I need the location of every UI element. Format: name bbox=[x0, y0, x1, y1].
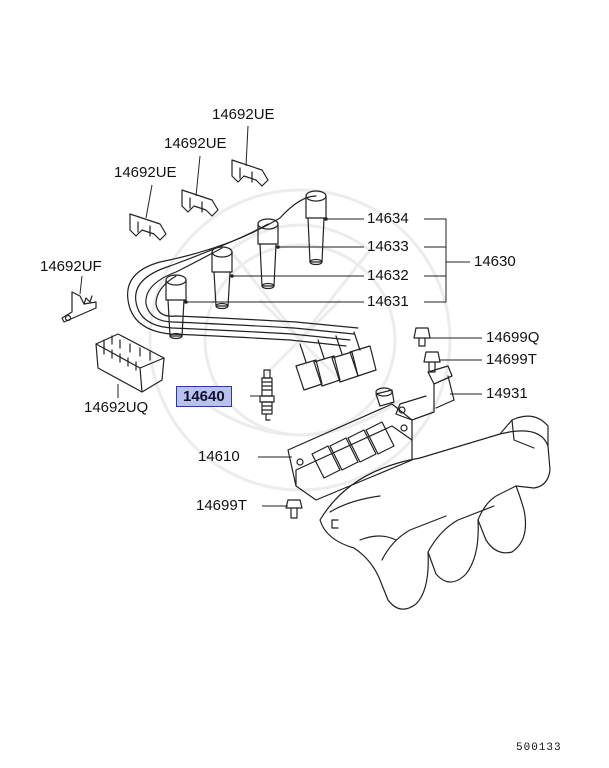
clip-14692ue-mid bbox=[181, 189, 219, 217]
label-14610[interactable]: 14610 bbox=[198, 448, 240, 465]
diagram-id: 500133 bbox=[516, 742, 562, 754]
bracket-14692uf bbox=[61, 291, 97, 323]
label-14640-highlighted[interactable]: 14640 bbox=[176, 386, 232, 407]
bolt-14699t-left bbox=[285, 499, 303, 519]
label-14699q[interactable]: 14699Q bbox=[486, 329, 540, 346]
spark-plug-14640 bbox=[259, 369, 275, 421]
label-14630[interactable]: 14630 bbox=[474, 253, 516, 270]
leader-lines bbox=[79, 125, 482, 507]
bracket-14931 bbox=[395, 365, 455, 421]
intake-manifold bbox=[319, 415, 551, 610]
label-14692ue-low[interactable]: 14692UE bbox=[114, 164, 177, 181]
holder-14692uq bbox=[95, 333, 165, 393]
plug-cap-14633 bbox=[257, 218, 279, 290]
bolt-14699q bbox=[413, 327, 431, 347]
ignition-cable-harness bbox=[127, 195, 377, 391]
label-14692uq[interactable]: 14692UQ bbox=[84, 399, 149, 416]
ignition-coil-14610 bbox=[287, 387, 413, 501]
label-14633[interactable]: 14633 bbox=[367, 238, 409, 255]
watermark-emblem bbox=[148, 188, 452, 492]
label-14692uf[interactable]: 14692UF bbox=[40, 258, 102, 275]
plug-cap-14632 bbox=[211, 246, 233, 310]
bolt-14699t-right bbox=[423, 351, 441, 373]
label-14692ue-mid[interactable]: 14692UE bbox=[164, 135, 227, 152]
plug-cap-14634 bbox=[305, 190, 327, 266]
label-14634[interactable]: 14634 bbox=[367, 210, 409, 227]
label-14632[interactable]: 14632 bbox=[367, 267, 409, 284]
label-14631[interactable]: 14631 bbox=[367, 293, 409, 310]
label-14699t-right[interactable]: 14699T bbox=[486, 351, 537, 368]
leader-dots bbox=[184, 217, 328, 304]
label-14699t-left[interactable]: 14699T bbox=[196, 497, 247, 514]
plug-cap-14631 bbox=[165, 274, 187, 340]
label-14692ue-top[interactable]: 14692UE bbox=[212, 106, 275, 123]
clip-14692ue-low bbox=[129, 213, 167, 241]
label-14931[interactable]: 14931 bbox=[486, 385, 528, 402]
clip-14692ue-top bbox=[231, 159, 269, 187]
